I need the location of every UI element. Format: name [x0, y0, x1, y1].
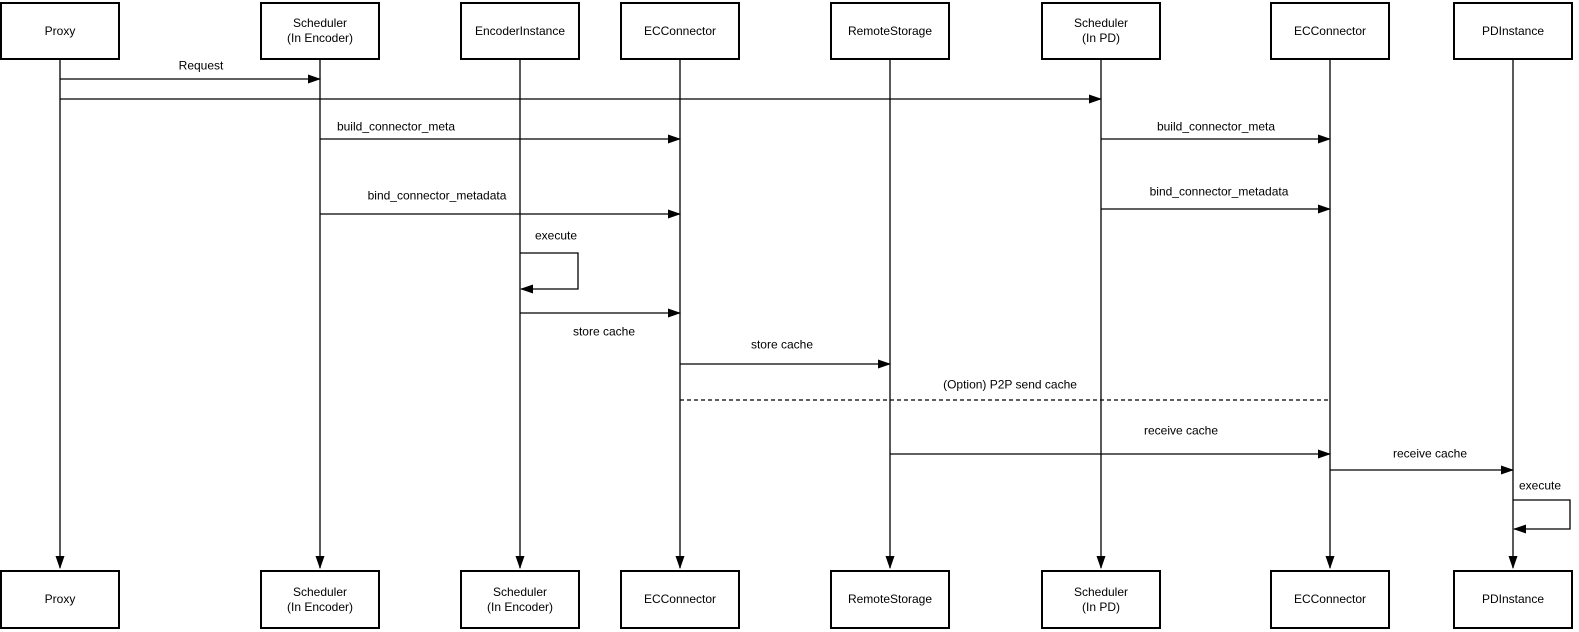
participant-bottom-ec-connector-1: ECConnector [620, 570, 740, 629]
message-label: execute [1518, 478, 1562, 493]
participant-label: PDInstance [1481, 592, 1545, 606]
participant-label: ECConnector [1293, 592, 1367, 606]
participant-label: Proxy [44, 23, 76, 38]
participant-bottom-remote-storage: RemoteStorage [830, 570, 950, 629]
message-label: bind_connector_metadata [367, 188, 507, 203]
participant-bottom-pd-instance: PDInstance [1453, 570, 1573, 629]
message-label: Request [178, 58, 224, 73]
participant-label: ECConnector [643, 592, 717, 606]
participant-top-scheduler-encoder: Scheduler (In Encoder) [260, 2, 380, 60]
participant-label: ECConnector [643, 23, 717, 38]
participant-bottom-scheduler-encoder: Scheduler (In Encoder) [260, 570, 380, 629]
self-message-loop [520, 252, 579, 294]
participant-bottom-ec-connector-2: ECConnector [1270, 570, 1390, 629]
participant-label: RemoteStorage [847, 23, 933, 38]
message-label: receive cache [1392, 446, 1468, 461]
participant-label: Scheduler (In Encoder) [286, 16, 354, 45]
participant-top-scheduler-pd: Scheduler (In PD) [1041, 2, 1161, 60]
message-label: build_connector_meta [1156, 119, 1276, 134]
participant-label: PDInstance [1481, 23, 1545, 38]
participant-label: EncoderInstance [474, 23, 566, 38]
participant-top-ec-connector-2: ECConnector [1270, 2, 1390, 60]
message-label: store cache [572, 324, 636, 339]
participant-top-pd-instance: PDInstance [1453, 2, 1573, 60]
participant-label: ECConnector [1293, 23, 1367, 38]
participant-label: Scheduler (In Encoder) [486, 584, 554, 614]
participant-bottom-scheduler-pd: Scheduler (In PD) [1041, 570, 1161, 629]
message-label: (Option) P2P send cache [943, 377, 1077, 392]
message-label: build_connector_meta [336, 119, 456, 134]
participant-top-remote-storage: RemoteStorage [830, 2, 950, 60]
participant-label: Proxy [44, 592, 76, 606]
message-label: store cache [750, 337, 814, 352]
participant-top-ec-connector-1: ECConnector [620, 2, 740, 60]
self-message-loop [1513, 499, 1571, 534]
participant-label: Scheduler (In PD) [1073, 16, 1129, 45]
message-label: bind_connector_metadata [1149, 184, 1289, 199]
participant-label: Scheduler (In Encoder) [286, 584, 354, 614]
participant-top-encoder-instance: EncoderInstance [460, 2, 580, 60]
message-label: execute [534, 228, 578, 243]
participant-label: RemoteStorage [847, 592, 933, 606]
participant-bottom-proxy: Proxy [0, 570, 120, 629]
participant-top-proxy: Proxy [0, 2, 120, 60]
message-label: receive cache [1143, 423, 1219, 438]
participant-label: Scheduler (In PD) [1073, 584, 1129, 614]
participant-bottom-encoder-instance: Scheduler (In Encoder) [460, 570, 580, 629]
